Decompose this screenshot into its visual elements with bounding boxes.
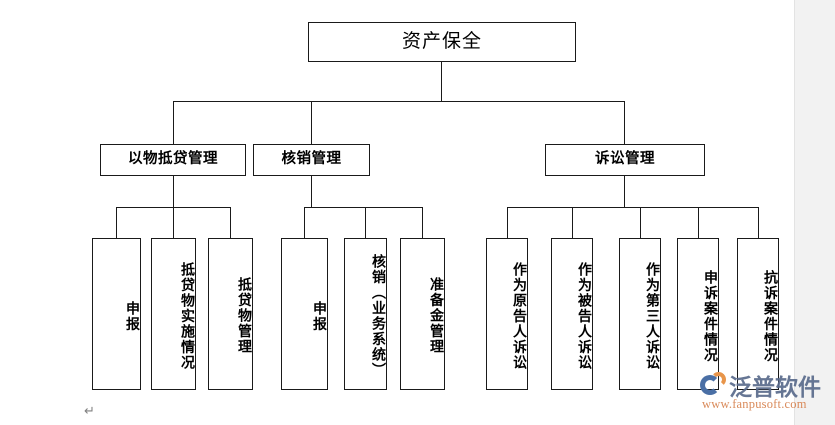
node-label: 诉讼管理	[595, 151, 655, 168]
node-label: 准备金管理	[429, 277, 445, 355]
connector-root-trunk	[441, 62, 443, 102]
connector-drop-branch-1	[173, 101, 175, 144]
connector-branch-3-leaf-5	[758, 207, 760, 238]
node-branch-litigation-management[interactable]: 诉讼管理	[545, 144, 705, 176]
node-label: 申诉案件情况	[703, 269, 719, 363]
connector-branch-2-trunk	[311, 176, 313, 208]
node-label: 申报	[125, 300, 141, 332]
connector-branch-3-leaf-1	[507, 207, 509, 238]
connector-branch-3-leaf-2	[572, 207, 574, 238]
node-leaf-litigation-as-third-party[interactable]: 作为第三人诉讼	[619, 238, 661, 390]
node-label: 核销管理	[281, 151, 342, 168]
connector-branch-2-leaf-3	[422, 207, 424, 238]
node-branch-writeoff-management[interactable]: 核销管理	[253, 144, 370, 176]
node-label: 作为被告人诉讼	[577, 261, 593, 371]
node-leaf-declaration-collateral[interactable]: 申报	[92, 238, 141, 390]
node-leaf-litigation-as-defendant[interactable]: 作为被告人诉讼	[551, 238, 593, 390]
connector-branch-1-leaf-1	[116, 207, 118, 238]
connector-branch-2-leaf-2	[365, 207, 367, 238]
node-leaf-declaration-writeoff[interactable]: 申报	[281, 238, 328, 390]
node-leaf-collateral-asset-management[interactable]: 抵贷物管理	[208, 238, 253, 390]
node-label: 抵贷物管理	[237, 277, 253, 355]
page-gutter	[794, 0, 835, 425]
node-leaf-collateral-implementation-status[interactable]: 抵贷物实施情况	[151, 238, 196, 390]
node-branch-collateral-loan-management[interactable]: 以物抵贷管理	[100, 144, 246, 176]
node-label: 以物抵贷管理	[128, 151, 218, 168]
connector-branch-3-bar	[507, 207, 759, 209]
connector-branch-1-trunk	[173, 176, 175, 208]
node-leaf-protest-case-status[interactable]: 抗诉案件情况	[737, 238, 779, 390]
node-label: 抵贷物实施情况	[180, 261, 196, 371]
connector-drop-branch-3	[624, 101, 626, 144]
node-label: 核销（业务系统）	[371, 254, 387, 378]
connector-branch-3-leaf-4	[698, 207, 700, 238]
connector-branch-1-leaf-3	[230, 207, 232, 238]
node-root-asset-preservation[interactable]: 资产保全	[308, 22, 576, 62]
paragraph-mark-icon: ↵	[84, 404, 95, 419]
node-label: 作为原告人诉讼	[512, 261, 528, 371]
connector-level2-bar	[173, 101, 625, 103]
connector-drop-branch-2	[311, 101, 313, 144]
connector-branch-1-leaf-2	[173, 207, 175, 238]
node-label: 作为第三人诉讼	[645, 261, 661, 371]
node-leaf-provision-fund-management[interactable]: 准备金管理	[400, 238, 445, 390]
node-leaf-appeal-case-status[interactable]: 申诉案件情况	[677, 238, 719, 390]
connector-branch-3-trunk	[624, 176, 626, 208]
connector-branch-2-bar	[304, 207, 423, 209]
connector-branch-2-leaf-1	[304, 207, 306, 238]
watermark-url-text: www.fanpusoft.com	[702, 397, 807, 411]
connector-branch-3-leaf-3	[640, 207, 642, 238]
node-leaf-writeoff-business-system[interactable]: 核销（业务系统）	[344, 238, 387, 390]
node-leaf-litigation-as-plaintiff[interactable]: 作为原告人诉讼	[486, 238, 528, 390]
node-label: 申报	[312, 300, 328, 332]
node-label: 资产保全	[401, 30, 482, 52]
node-label: 抗诉案件情况	[763, 269, 779, 363]
